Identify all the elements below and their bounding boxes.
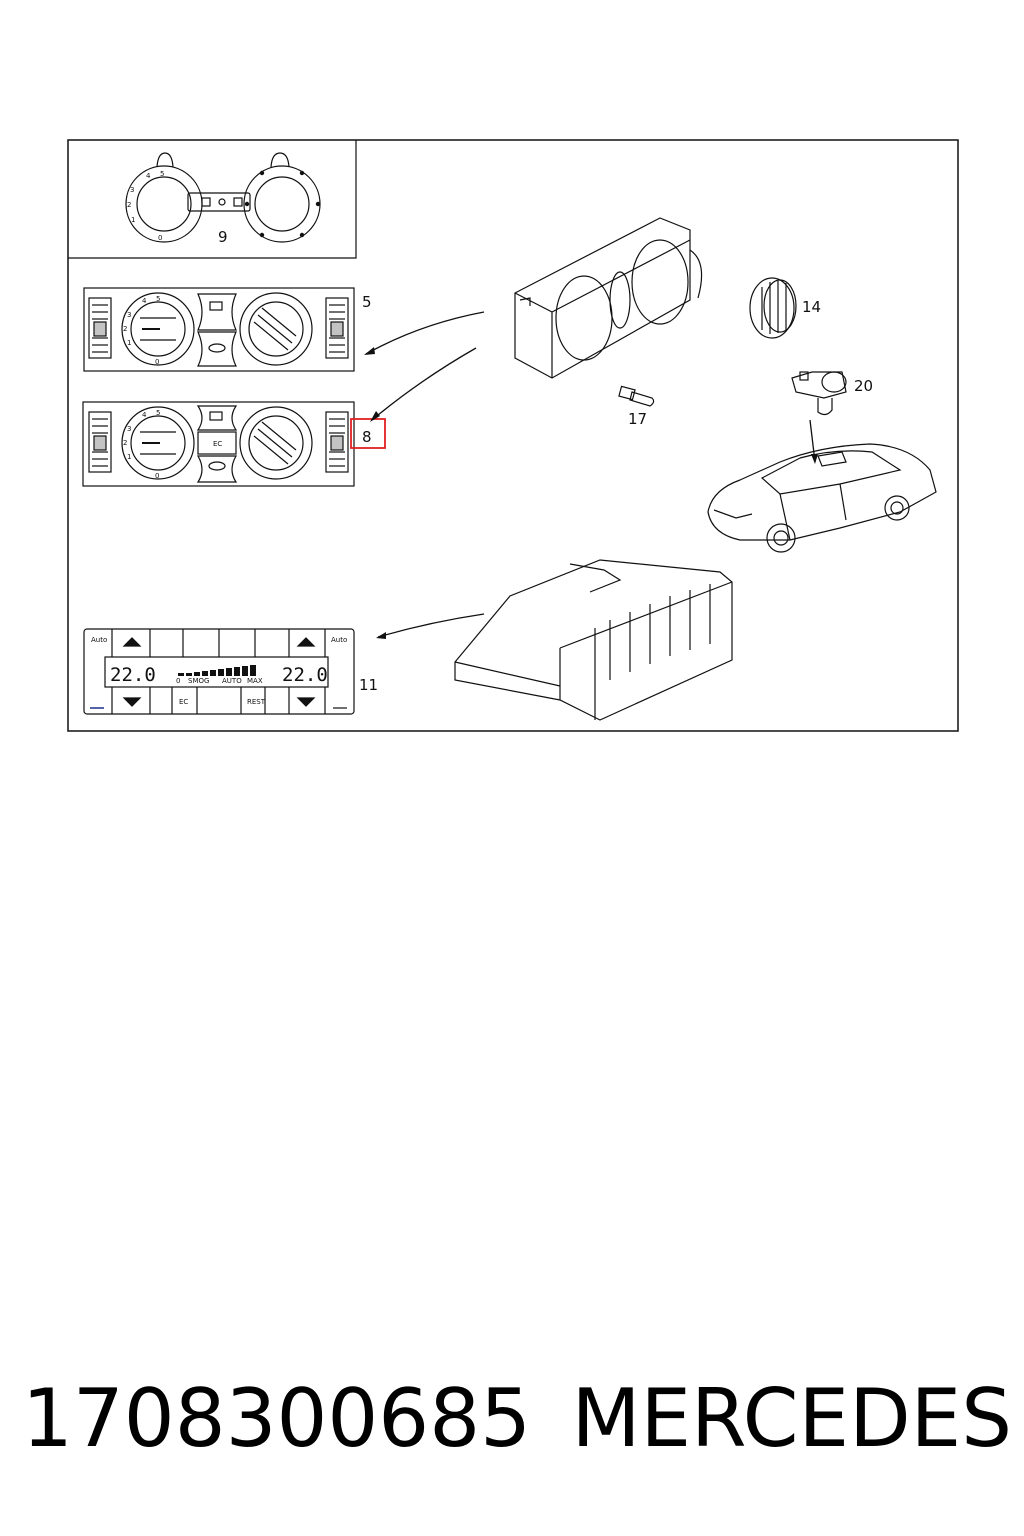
panel11-max: MAX — [247, 677, 263, 685]
svg-text:3: 3 — [130, 186, 134, 194]
callout-17[interactable]: 17 — [628, 410, 647, 428]
switch-unit-drawing — [514, 217, 703, 379]
panel11-bar-scale — [178, 665, 256, 676]
panel11-auto-left: Auto — [91, 636, 107, 644]
panel11-ec: EC — [179, 698, 188, 706]
callout-5[interactable]: 5 — [362, 293, 372, 311]
parts-diagram: 4 5 3 2 1 0 9 — [67, 139, 959, 732]
panel11-temp-left: 22.0 — [110, 664, 156, 686]
brand-name: MERCEDES — [571, 1371, 1012, 1465]
svg-text:3: 3 — [127, 311, 131, 319]
callout-8[interactable]: 8 — [362, 428, 372, 446]
svg-text:1: 1 — [127, 339, 131, 347]
sensor-drawing — [791, 371, 847, 416]
caption: 1708300685 MERCEDES — [22, 1368, 1012, 1468]
svg-text:1: 1 — [127, 453, 131, 461]
panel11-auto-mid: AUTO — [222, 677, 242, 685]
diagram-frame — [67, 139, 959, 732]
svg-text:5: 5 — [156, 409, 160, 417]
svg-text:2: 2 — [123, 439, 127, 447]
callout-11[interactable]: 11 — [359, 676, 378, 694]
panel11-scale-zero: 0 — [176, 677, 180, 685]
climate-panel-11 — [83, 628, 355, 715]
panel8-ec-label: EC — [213, 440, 222, 448]
svg-text:3: 3 — [127, 425, 131, 433]
svg-text:2: 2 — [123, 325, 127, 333]
svg-text:5: 5 — [156, 295, 160, 303]
panel8-dial-labels: 4 5 3 2 1 0 — [123, 409, 160, 480]
control-panel-5 — [83, 287, 355, 372]
svg-text:5: 5 — [160, 170, 164, 178]
panel11-smog: SMOG — [188, 677, 209, 685]
panel11-rest: REST — [247, 698, 266, 706]
svg-text:1: 1 — [131, 216, 135, 224]
climate-unit-drawing — [454, 559, 733, 721]
svg-text:4: 4 — [146, 172, 151, 180]
part-number: 1708300685 — [22, 1371, 531, 1465]
callout-14[interactable]: 14 — [802, 298, 821, 316]
callout-8-highlight — [350, 418, 386, 449]
leader-arrows — [365, 311, 816, 638]
callout-9[interactable]: 9 — [218, 228, 228, 246]
svg-text:4: 4 — [142, 297, 147, 305]
svg-text:2: 2 — [127, 201, 131, 209]
svg-text:0: 0 — [155, 472, 159, 480]
knob-drawing — [749, 277, 797, 339]
faceplate-labels: 4 5 3 2 1 0 — [127, 170, 164, 242]
inset-frame-9 — [68, 140, 357, 259]
callout-20[interactable]: 20 — [854, 377, 873, 395]
faceplate-drawing — [125, 152, 321, 243]
arrow-heads — [364, 347, 818, 639]
svg-text:4: 4 — [142, 411, 147, 419]
panel11-auto-right: Auto — [331, 636, 347, 644]
svg-text:0: 0 — [158, 234, 162, 242]
control-panel-8 — [82, 401, 355, 487]
panel5-dial-labels: 4 5 3 2 1 0 — [123, 295, 160, 366]
car-drawing — [707, 443, 937, 553]
bulb-drawing — [618, 385, 655, 407]
svg-text:0: 0 — [155, 358, 159, 366]
panel11-temp-right: 22.0 — [282, 664, 328, 686]
